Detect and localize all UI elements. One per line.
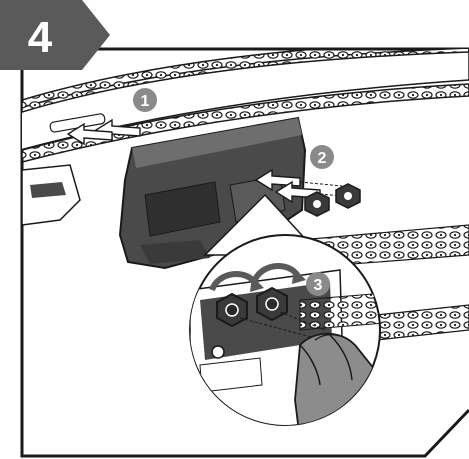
callout-1: 1 bbox=[133, 88, 157, 112]
hex-nut-icon bbox=[257, 288, 287, 320]
callout-label: 2 bbox=[318, 150, 327, 167]
callout-3: 3 bbox=[306, 272, 330, 296]
hex-nut-icon bbox=[217, 294, 247, 326]
callout-2: 2 bbox=[310, 145, 334, 169]
callout-label: 3 bbox=[314, 277, 323, 294]
step-number: 4 bbox=[28, 13, 53, 62]
step-number-badge: 4 bbox=[0, 0, 110, 70]
callout-label: 1 bbox=[141, 93, 150, 110]
gloved-hand bbox=[295, 334, 395, 440]
hex-nut-icon bbox=[305, 192, 329, 216]
hex-nut-icon bbox=[336, 184, 360, 208]
saw-body-left bbox=[22, 165, 80, 225]
